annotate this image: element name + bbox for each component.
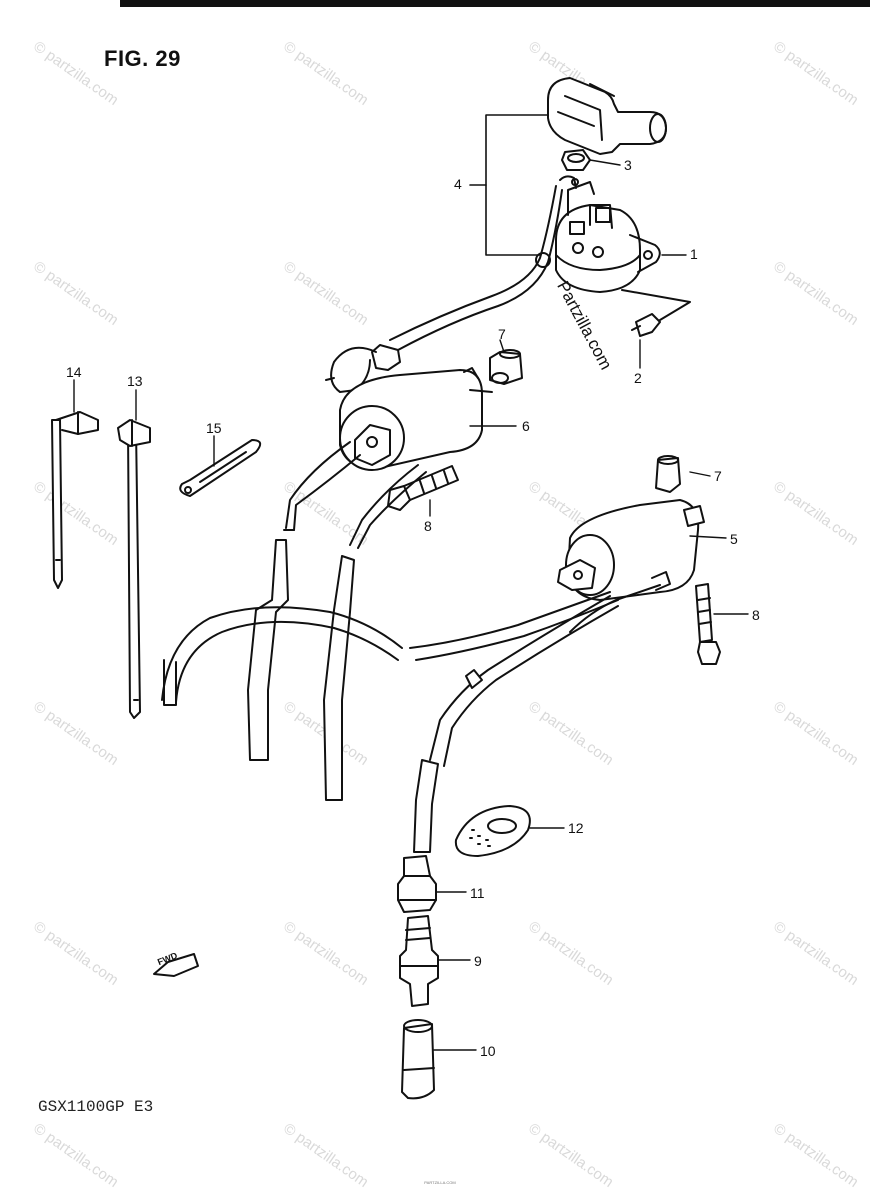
callout-15: 15 <box>206 420 222 436</box>
footer-note: PARTZILLA.COM <box>424 1180 456 1185</box>
callout-14: 14 <box>66 364 82 380</box>
callout-5: 5 <box>730 531 738 547</box>
part-14-band <box>51 411 99 589</box>
callout-11: 11 <box>470 885 485 901</box>
relay-lead-wire <box>325 185 563 393</box>
part-4-bracket <box>469 114 549 256</box>
callout-1: 1 <box>690 246 698 262</box>
part-8-bolt-lower <box>695 583 721 665</box>
part-1-starter-relay <box>555 175 661 293</box>
part-4-cap <box>547 77 667 155</box>
part-6-ignition-coil <box>339 367 493 471</box>
figure-title: FIG. 29 <box>104 46 181 71</box>
callout-8-lower: 8 <box>752 607 760 623</box>
callout-4: 4 <box>454 176 462 192</box>
callout-7-upper: 7 <box>498 326 506 342</box>
callout-6: 6 <box>522 418 530 434</box>
part-7-sleeve-lower <box>655 455 681 493</box>
callout-10: 10 <box>480 1043 496 1059</box>
part-9-connector <box>399 915 439 1007</box>
part-13-band <box>117 419 151 719</box>
part-7-sleeve-upper <box>489 349 523 385</box>
callout-12: 12 <box>568 820 584 836</box>
callout-3: 3 <box>624 157 632 173</box>
callout-7-lower: 7 <box>714 468 722 484</box>
callout-13: 13 <box>127 373 143 389</box>
coil-5-leads <box>409 571 671 853</box>
part-8-bolt-upper <box>387 465 459 511</box>
leader-lines <box>73 159 749 1051</box>
part-5-ignition-coil <box>557 499 705 601</box>
callout-8-upper: 8 <box>424 518 432 534</box>
top-border-bar <box>120 0 870 7</box>
part-10-sleeve <box>401 1019 435 1100</box>
fwd-arrow-icon <box>153 953 199 977</box>
part-3-nut <box>561 149 591 171</box>
callout-9: 9 <box>474 953 482 969</box>
model-label: GSX1100GP E3 <box>38 1098 154 1116</box>
crossing-lead <box>161 606 403 706</box>
part-15-clip <box>179 439 262 497</box>
part-2-bolt <box>621 289 691 337</box>
part-11-cap <box>397 855 437 913</box>
callout-2: 2 <box>634 370 642 386</box>
part-12-pad <box>454 805 531 857</box>
